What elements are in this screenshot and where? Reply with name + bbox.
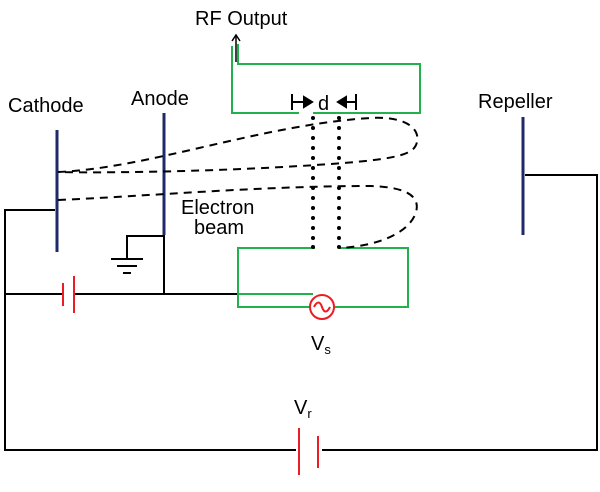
cavity-top-left xyxy=(231,46,299,114)
electron-beam-upper xyxy=(57,116,419,174)
electron-beam xyxy=(57,116,419,249)
vs-label-subscript: s xyxy=(324,342,331,357)
vs-label: Vs xyxy=(311,333,331,357)
repeller-wire xyxy=(322,174,598,451)
outer-return-wire xyxy=(4,209,296,451)
cavity-resonator xyxy=(231,44,421,308)
circuit-wires xyxy=(4,174,598,451)
cavity-bottom-right xyxy=(334,247,409,308)
rf-output-label: RF Output xyxy=(195,8,288,30)
ac-source-vs-icon xyxy=(309,294,335,320)
electron-beam-lower xyxy=(57,184,418,249)
cavity-bottom xyxy=(237,247,315,295)
grid-right xyxy=(337,116,341,249)
electron-beam-label-line2: beam xyxy=(194,217,244,239)
cavity-bottom-left xyxy=(237,294,310,308)
cathode-label: Cathode xyxy=(8,95,84,117)
gap-label: d xyxy=(318,93,329,115)
beam-voltage-battery-icon xyxy=(62,276,75,313)
cavity-grids xyxy=(311,116,341,249)
repeller-label: Repeller xyxy=(478,91,553,113)
anode-label: Anode xyxy=(131,88,189,110)
gap-dimension-marker xyxy=(291,94,357,110)
ground-icon xyxy=(111,258,143,274)
vr-label-main: V xyxy=(294,397,308,419)
vr-label-subscript: r xyxy=(307,406,312,421)
vr-label: Vr xyxy=(294,397,312,421)
ground-wire xyxy=(126,235,164,258)
repeller-voltage-battery-icon xyxy=(298,428,319,475)
rf-output-arrow-icon xyxy=(231,33,241,62)
cavity-top xyxy=(237,44,421,114)
vs-label-main: V xyxy=(311,333,325,355)
electron-beam-label-line1: Electron xyxy=(181,197,254,219)
grid-left xyxy=(311,116,315,249)
